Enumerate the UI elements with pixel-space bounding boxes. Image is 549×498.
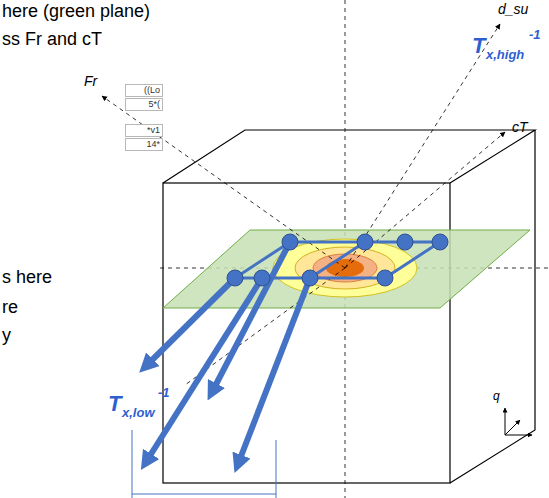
cube-outline (163, 130, 535, 483)
cell-text: 5*( (128, 99, 160, 110)
axis-label: T (472, 34, 485, 58)
axis-label: cT (512, 120, 528, 135)
slide-text: re (2, 298, 18, 318)
table-cell: 5*( (125, 98, 163, 111)
cell-text: ((Lo (128, 85, 160, 96)
cell-text: 14* (128, 139, 160, 150)
slide-text: y (2, 326, 11, 346)
axis-label: x,low (122, 406, 155, 420)
table-cell: ((Lo (125, 84, 163, 97)
table-cell: *v1 (125, 124, 163, 137)
sample-dot (227, 234, 448, 286)
projection-arrow (146, 242, 310, 464)
table-cell: 14* (125, 138, 163, 151)
slide-text: here (green plane) (2, 2, 150, 22)
axis-label: d_su (498, 2, 528, 17)
range-bracket (132, 430, 276, 498)
axis-label: T (108, 392, 121, 416)
cell-text: *v1 (128, 125, 160, 136)
axis-label: Fr (84, 74, 97, 89)
axis-label: -1 (158, 386, 170, 400)
slide-text: s here (2, 268, 52, 288)
axis-label: -1 (529, 28, 541, 42)
ct-axis (345, 132, 505, 268)
axis-label: x,high (486, 48, 524, 62)
slide-text: ss Fr and cT (2, 30, 102, 50)
axis-icon (505, 408, 532, 435)
dsu-axis (345, 24, 500, 268)
axis-label: q (493, 390, 500, 403)
